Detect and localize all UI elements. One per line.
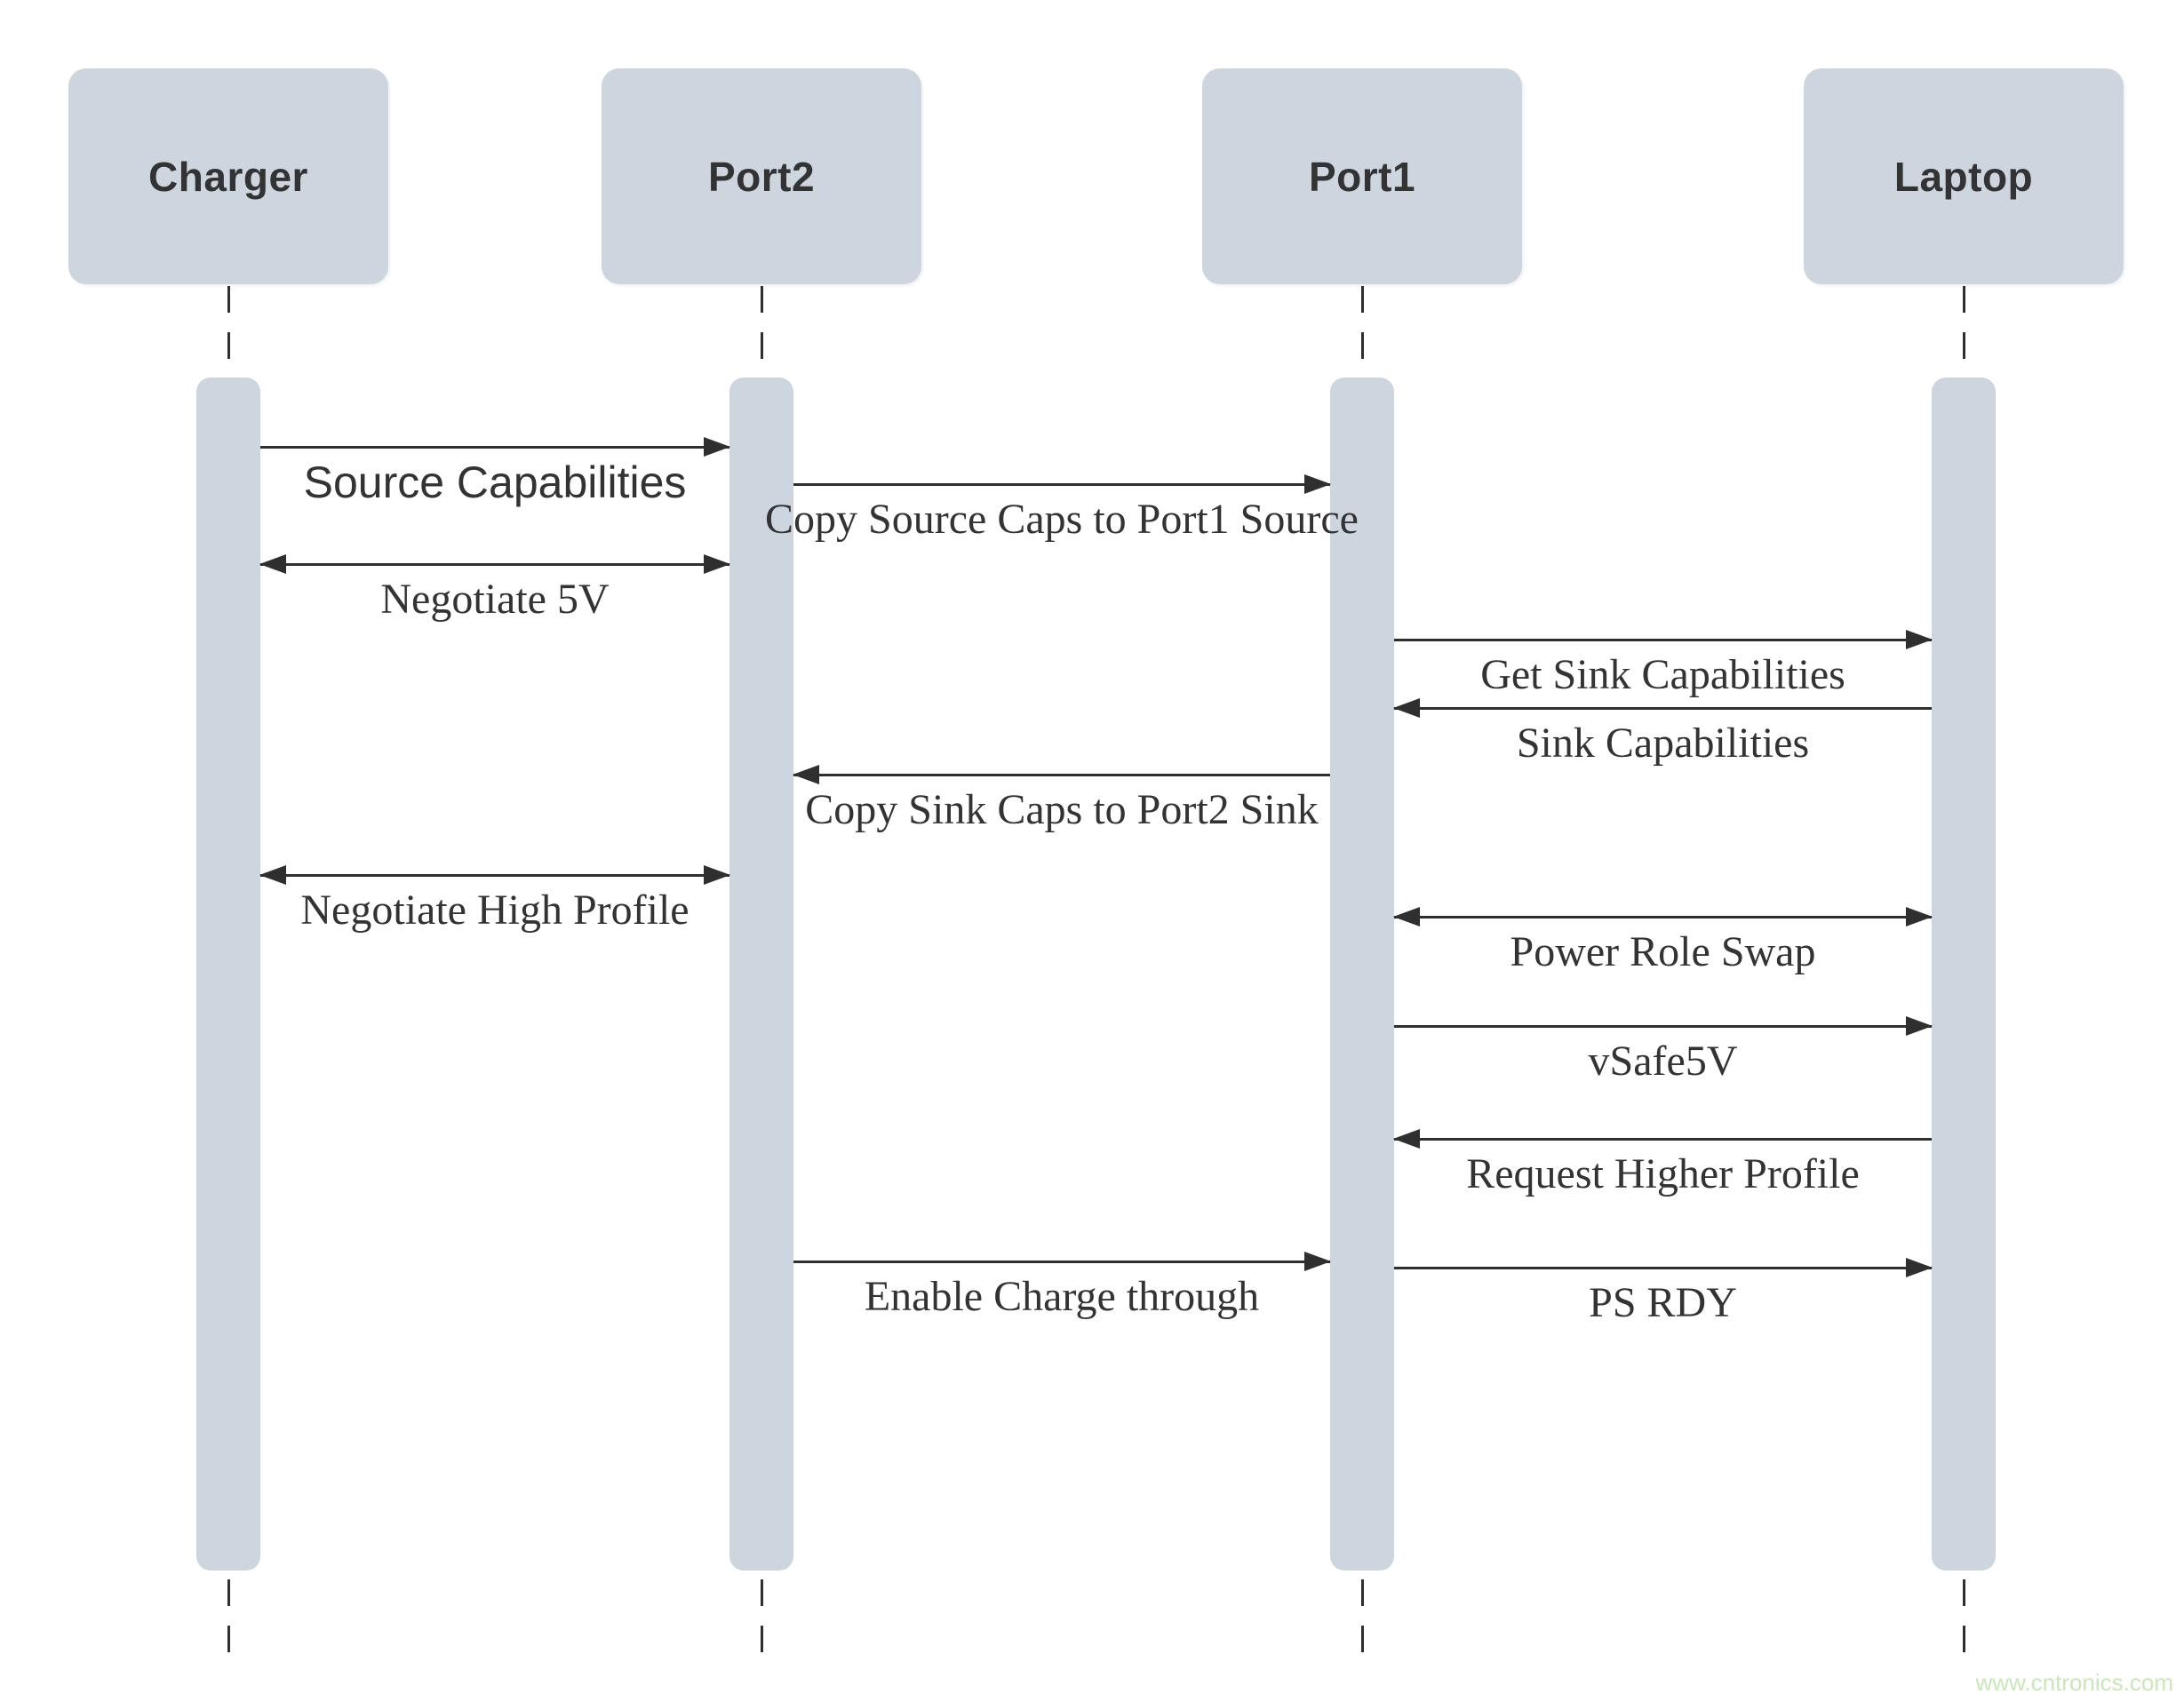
actor-box-port1: Port1: [1202, 68, 1522, 284]
arrowhead-left-icon: [1393, 907, 1420, 927]
message-line: [1394, 706, 1932, 710]
message-label: Copy Sink Caps to Port2 Sink: [805, 786, 1319, 833]
message-label: Request Higher Profile: [1466, 1150, 1860, 1197]
message-label: Negotiate 5V: [380, 576, 610, 623]
arrowhead-right-icon: [1304, 474, 1331, 494]
lifeline-top-port2: [760, 286, 763, 373]
activation-bar-port1: [1330, 378, 1394, 1571]
message-label: Copy Source Caps to Port1 Source: [765, 496, 1359, 543]
message-line: [260, 445, 729, 449]
actor-box-charger: Charger: [68, 68, 388, 284]
activation-bar-laptop: [1932, 378, 1996, 1571]
activation-bar-charger: [196, 378, 260, 1571]
message-line: [793, 1260, 1330, 1263]
watermark: www.cntronics.com: [1975, 1669, 2174, 1696]
arrowhead-right-icon: [704, 437, 730, 457]
actor-box-laptop: Laptop: [1804, 68, 2124, 284]
message-line: [793, 482, 1330, 486]
actor-label: Port1: [1308, 153, 1416, 200]
actor-label: Charger: [148, 153, 308, 200]
lifeline-top-port1: [1360, 286, 1364, 373]
actor-label: Port2: [707, 153, 816, 200]
arrowhead-right-icon: [704, 554, 730, 574]
message-line: [793, 773, 1330, 776]
lifeline-bottom-laptop: [1962, 1579, 1965, 1670]
arrowhead-right-icon: [704, 865, 730, 885]
lifeline-top-charger: [227, 286, 230, 373]
lifeline-bottom-charger: [227, 1579, 230, 1670]
message-label: Get Sink Capabilities: [1480, 651, 1845, 698]
message-label: Source Capabilities: [303, 457, 687, 507]
arrowhead-left-icon: [259, 865, 286, 885]
message-label: vSafe5V: [1588, 1038, 1738, 1085]
arrowhead-right-icon: [1906, 1016, 1933, 1036]
arrowhead-right-icon: [1906, 1258, 1933, 1277]
message-line: [260, 873, 729, 877]
arrowhead-left-icon: [259, 554, 286, 574]
arrowhead-right-icon: [1906, 630, 1933, 649]
message-label: PS RDY: [1589, 1279, 1737, 1326]
arrowhead-left-icon: [1393, 698, 1420, 718]
message-line: [260, 562, 729, 566]
lifeline-top-laptop: [1962, 286, 1965, 373]
message-line: [1394, 915, 1932, 919]
arrowhead-left-icon: [793, 765, 819, 784]
actor-label: Laptop: [1893, 153, 2034, 200]
message-line: [1394, 1266, 1932, 1269]
arrowhead-right-icon: [1906, 907, 1933, 927]
arrowhead-left-icon: [1393, 1129, 1420, 1149]
activation-bar-port2: [729, 378, 793, 1571]
message-line: [1394, 638, 1932, 641]
message-label: Enable Charge through: [864, 1273, 1260, 1320]
message-line: [1394, 1137, 1932, 1141]
message-label: Power Role Swap: [1510, 928, 1816, 975]
message-label: Negotiate High Profile: [300, 887, 689, 934]
arrowhead-right-icon: [1304, 1252, 1331, 1271]
lifeline-bottom-port2: [760, 1579, 763, 1670]
actor-box-port2: Port2: [602, 68, 921, 284]
message-line: [1394, 1024, 1932, 1028]
message-label: Sink Capabilities: [1516, 720, 1810, 767]
lifeline-bottom-port1: [1360, 1579, 1364, 1670]
